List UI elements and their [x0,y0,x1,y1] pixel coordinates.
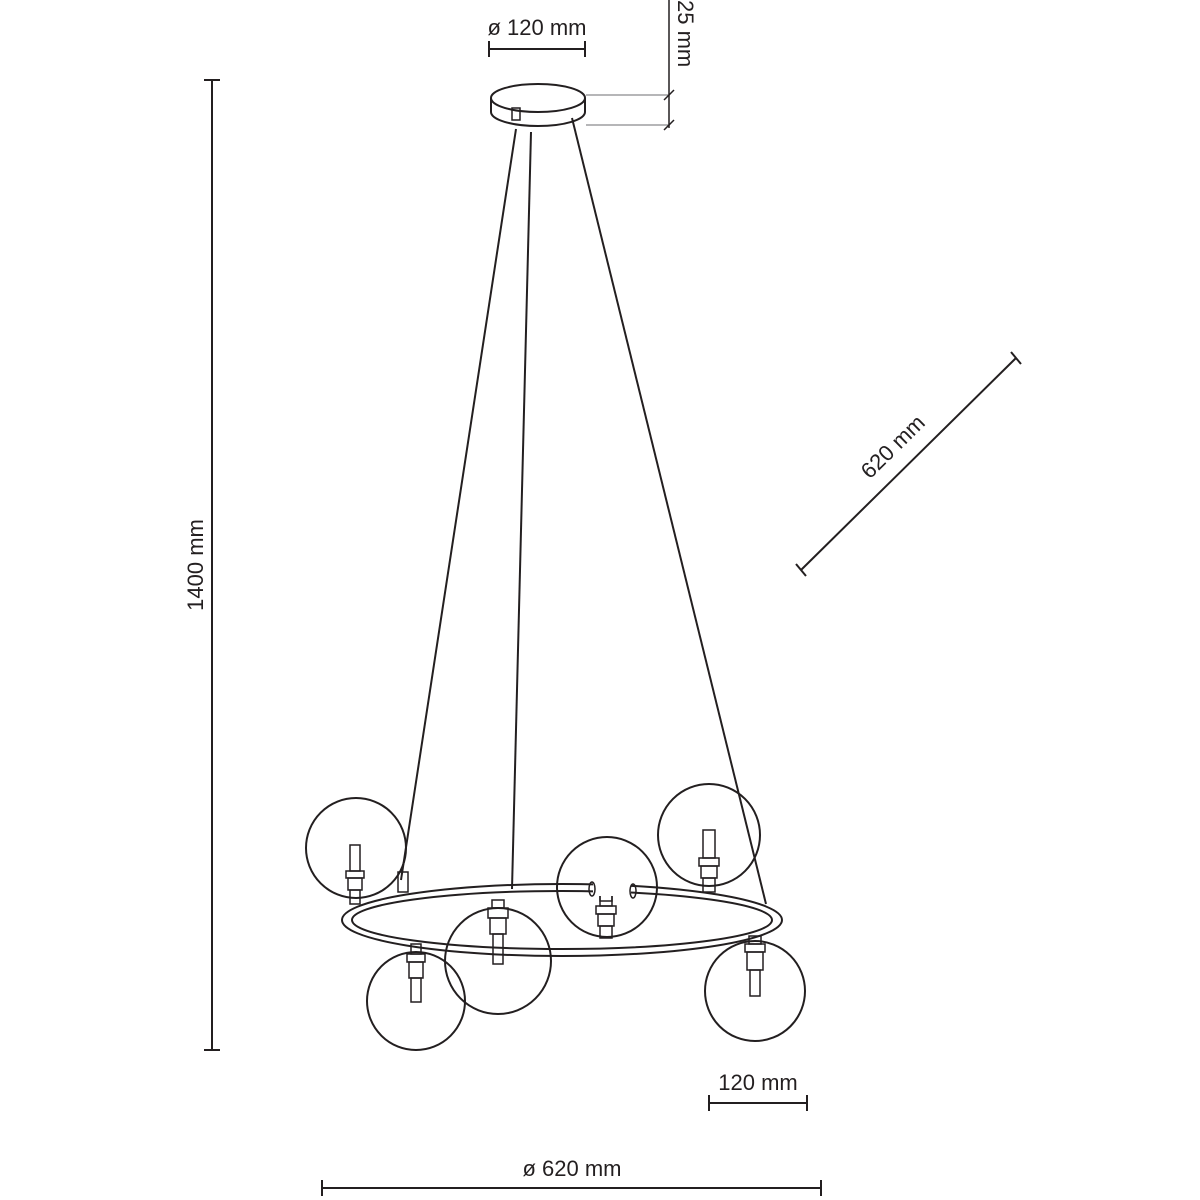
suspension-cables [400,117,767,905]
globe-front-center [444,899,552,1015]
globe-back-left [305,797,407,905]
cable-clamp-icon [511,107,521,121]
ceiling-canopy [490,83,586,127]
canopy-height-label: 25 mm [673,0,698,67]
total-height-dimension: 1400 mm [183,79,220,1051]
ring-diameter-dimension: ø 620 mm [321,1156,822,1196]
ring-diameter-label: ø 620 mm [522,1156,621,1181]
total-height-label: 1400 mm [183,519,208,611]
canopy-diameter-dimension: ø 120 mm [487,15,587,57]
globe-diameter-label: 120 mm [718,1070,797,1095]
globe-back-right [657,783,761,893]
back-globes [305,783,761,939]
globe-front-right [704,935,806,1042]
lamp-ring [341,876,783,957]
globe-front-left [366,943,466,1051]
front-globes [366,899,806,1051]
diagonal-width-dimension: 620 mm [795,351,1022,577]
diagonal-width-label: 620 mm [856,410,930,484]
canopy-height-dimension: 25 mm [586,0,698,131]
canopy-diameter-label: ø 120 mm [487,15,586,40]
globe-diameter-dimension: 120 mm [708,1070,808,1111]
